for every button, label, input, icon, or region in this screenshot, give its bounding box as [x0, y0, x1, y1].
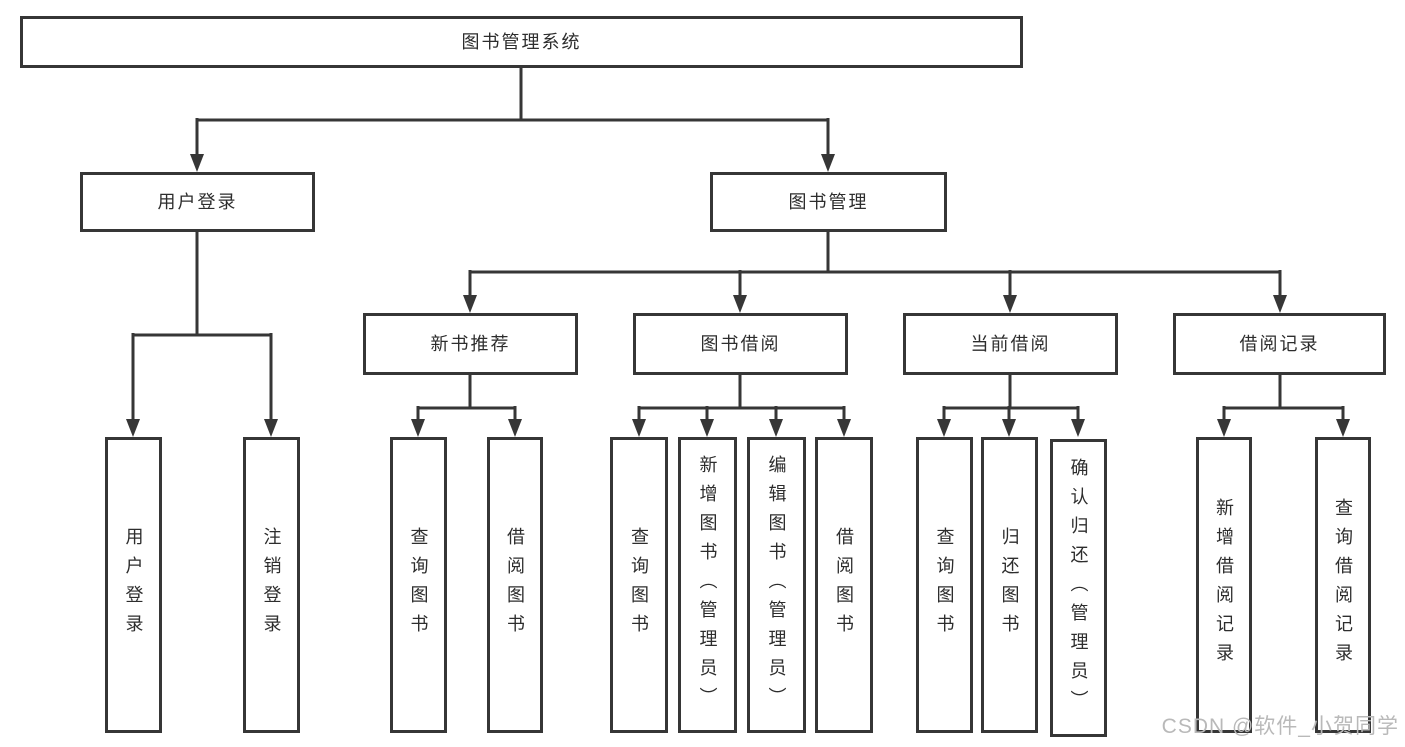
leaf-query-books-recommend: 查询图书	[390, 437, 447, 733]
node-user-login: 用户登录	[80, 172, 315, 232]
leaf-edit-book-admin: 编辑图书（管理员）	[747, 437, 806, 733]
leaf-borrow-books-recommend: 借阅图书	[487, 437, 543, 733]
leaf-confirm-return-admin: 确认归还（管理员）	[1050, 439, 1107, 737]
leaf-add-book-admin: 新增图书（管理员）	[678, 437, 737, 733]
leaf-query-books-current: 查询图书	[916, 437, 973, 733]
leaf-return-book: 归还图书	[981, 437, 1038, 733]
leaf-add-borrow-record: 新增借阅记录	[1196, 437, 1252, 733]
leaf-logout: 注销登录	[243, 437, 300, 733]
leaf-user-login: 用户登录	[105, 437, 162, 733]
leaf-query-books-borrow: 查询图书	[610, 437, 668, 733]
node-new-book-recommend: 新书推荐	[363, 313, 578, 375]
csdn-watermark: CSDN @软件_小贺同学	[1161, 715, 1399, 738]
leaf-borrow-book: 借阅图书	[815, 437, 873, 733]
node-current-borrow: 当前借阅	[903, 313, 1118, 375]
leaf-query-borrow-record: 查询借阅记录	[1315, 437, 1371, 733]
node-book-borrow: 图书借阅	[633, 313, 848, 375]
node-borrow-records: 借阅记录	[1173, 313, 1386, 375]
node-library-system: 图书管理系统	[20, 16, 1023, 68]
node-book-management: 图书管理	[710, 172, 947, 232]
